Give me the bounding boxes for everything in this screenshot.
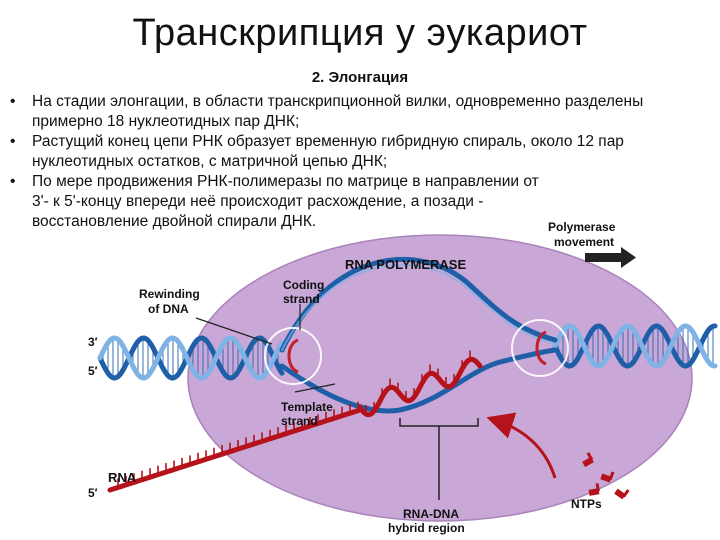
bullet-item: • На стадии элонгации, в области транскри… [8, 92, 708, 132]
rewinding-label-line2: of DNA [148, 302, 189, 316]
ntp-base [622, 489, 630, 498]
template-strand [279, 347, 558, 414]
dna-strands [97, 256, 718, 414]
slide-title: Транскрипция у эукариот [132, 12, 588, 54]
bullet-list: • На стадии элонгации, в области транскри… [8, 92, 708, 232]
ntp-molecule [588, 483, 600, 496]
rewinding-circle [264, 327, 322, 385]
subtitle-text: 2. Элонгация [311, 69, 409, 86]
ntp-entry-arrow [486, 412, 557, 479]
hybrid-label-line1: RNA-DNA [403, 507, 459, 521]
five-prime-end-label: 5′ [88, 364, 98, 378]
ntp-sugar [614, 488, 626, 500]
bullet-text: На стадии элонгации, в области транскрип… [32, 93, 644, 130]
rna-label: RNA [108, 470, 137, 485]
ntp-molecule [614, 488, 630, 500]
ntp-molecule [600, 471, 615, 483]
ntp-molecules [582, 452, 630, 500]
rna-polymerase-label: RNA POLYMERASE [345, 257, 466, 272]
bullet-item: • Растущий конец цепи РНК образует времен… [8, 132, 708, 172]
movement-label-line2: movement [554, 235, 614, 249]
ntps-label: NTPs [571, 497, 602, 511]
ntp-sugar [600, 473, 612, 483]
coding-strand-arc [279, 256, 558, 353]
template-label-line1: Template [281, 400, 333, 414]
template-label-line2: strand [281, 414, 318, 428]
rewinding-leader [195, 317, 273, 345]
movement-label-line1: Polymerase [548, 220, 616, 234]
rewinding-label-line1: Rewinding [139, 287, 200, 301]
bullet-text: По мере продвижения РНК-полимеразы по ма… [32, 173, 539, 230]
bullet-item: • По мере продвижения РНК-полимеразы по м… [8, 172, 557, 232]
right-duplex-strand-a [552, 323, 718, 369]
bullet-dot: • [10, 93, 16, 110]
ntp-base [595, 483, 600, 492]
hybrid-label-line2: hybrid region [388, 521, 465, 535]
hybrid-region-bracket [399, 418, 479, 500]
left-duplex-strand-b [97, 335, 285, 381]
bullet-dot: • [10, 173, 16, 190]
rna-five-prime-label: 5′ [88, 486, 98, 500]
rewinding-rotation-icon [287, 338, 299, 374]
rna-backbone [107, 356, 483, 493]
movement-arrow-head [621, 247, 636, 268]
ntp-base [586, 452, 594, 461]
rna-strand [107, 350, 483, 493]
coding-label-line2: strand [283, 292, 320, 306]
slide-subtitle: 2. Элонгация [0, 69, 720, 86]
movement-arrow-shaft [585, 253, 623, 262]
unwinding-circle [511, 319, 569, 377]
coding-label-line1: Coding [283, 278, 324, 292]
template-leader [294, 383, 336, 393]
right-duplex-strand-b [552, 323, 718, 369]
three-prime-end-label: 3′ [88, 335, 98, 349]
unwinding-rotation-icon [535, 330, 547, 366]
ntp-molecule [582, 452, 594, 468]
bullet-dot: • [10, 133, 16, 150]
ntp-base [608, 471, 615, 481]
coding-strand-highlight [281, 264, 556, 351]
bullet-text: Растущий конец цепи РНК образует временн… [32, 133, 624, 170]
